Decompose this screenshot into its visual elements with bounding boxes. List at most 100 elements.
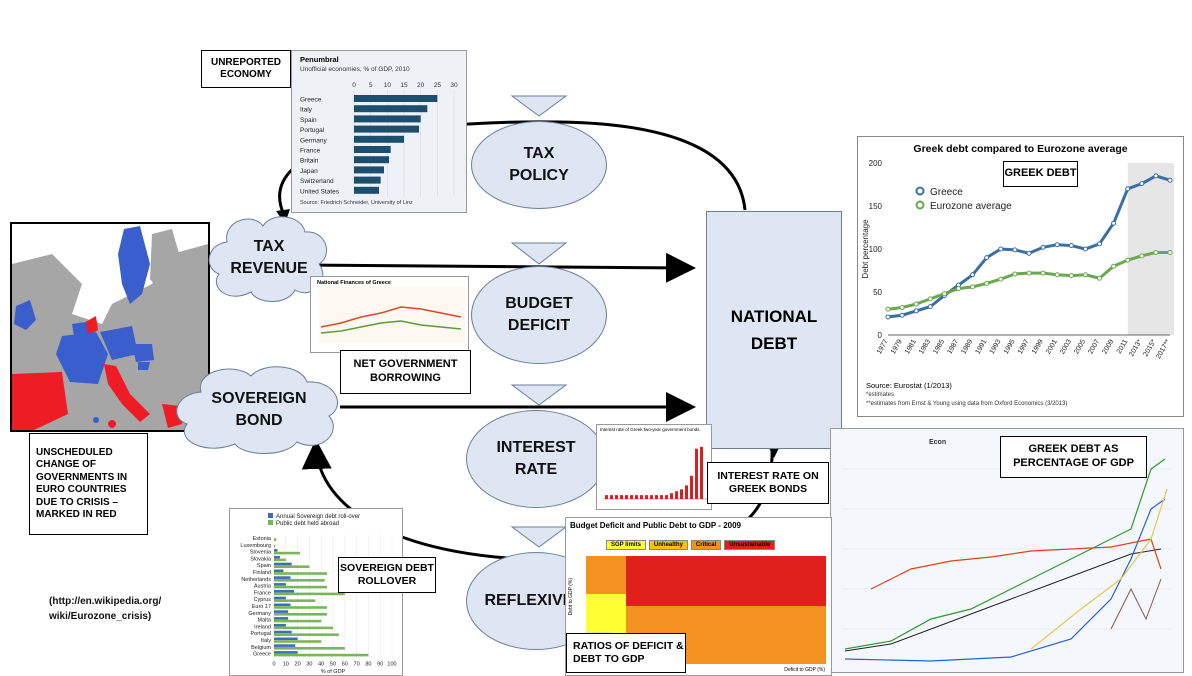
rollover-bar-a [274, 555, 280, 559]
europe-map-image [12, 224, 208, 430]
interest-rate-greek-bonds-label: INTEREST RATE ON GREEK BONDS [707, 462, 829, 504]
ratios-ylabel: Debt to GDP (%) [568, 578, 574, 616]
rollover-bar-b [274, 619, 322, 623]
penumbral-country-label: Switzerland [300, 178, 334, 185]
rollover-bar-a [274, 651, 298, 654]
x-tick-label: 1989 [960, 338, 974, 355]
series-point [1111, 220, 1117, 226]
x-tick-label: 2011 [1116, 338, 1130, 355]
interest-bar [670, 493, 673, 499]
input-triangle-reflexivity [510, 526, 568, 548]
rollover-bar-b [274, 626, 333, 630]
series-point [1012, 271, 1018, 277]
input-triangle-budget [510, 242, 568, 265]
node-budget-deficit-label: BUDGET DEFICIT [505, 295, 573, 334]
rollover-country-label: Greece [253, 652, 271, 658]
rollover-tick-label: 30 [306, 661, 312, 667]
rollover-bar-b [274, 647, 345, 650]
series-point [1125, 186, 1131, 192]
node-tax-policy-label: TAX POLICY [509, 145, 569, 184]
ratios-legend-critical: Critical [690, 540, 722, 550]
rollover-tick-label: 20 [295, 661, 301, 667]
penumbral-chart: Penumbral Unofficial economies, % of GDP… [291, 50, 467, 213]
interest-rate-chart-title: Interest rate of Greek two-year governme… [600, 427, 700, 432]
series-point [927, 296, 933, 302]
series-point [1097, 241, 1102, 247]
estimate-shading [1127, 163, 1174, 335]
national-finances-title: National Finances of Greece [317, 280, 391, 286]
x-tick-label: 1977 [876, 338, 890, 355]
series-point [1026, 250, 1032, 256]
series-point [927, 304, 933, 310]
interest-bar [690, 475, 693, 499]
national-finances-chart: National Finances of Greece [310, 276, 469, 353]
rollover-country-label: Slovakia [250, 556, 272, 562]
interest-bar [645, 495, 648, 499]
ratios-label: RATIOS OF DEFICIT & DEBT TO GDP [566, 633, 686, 673]
interest-bar [700, 446, 703, 499]
x-tick-label: 1991 [975, 338, 989, 355]
x-tick-label: 1985 [932, 338, 946, 355]
rollover-legend-swatch [268, 520, 273, 525]
greek-debt-source: Source: Eurostat (1/2013) [866, 381, 952, 390]
series-point [1153, 173, 1159, 179]
rollover-bar-b [274, 565, 310, 568]
series-point [1082, 246, 1088, 252]
rollover-tick-label: 0 [272, 661, 275, 667]
penumbral-tick-label: 20 [417, 82, 425, 89]
rollover-bar-a [274, 603, 291, 607]
ratios-xlabel: Deficit to GDP (%) [784, 667, 825, 673]
rollover-bar-a [274, 589, 295, 593]
interest-bar [680, 489, 683, 499]
x-tick-label: 1983 [918, 338, 932, 355]
series-point [1125, 257, 1131, 263]
rollover-bar-b [274, 633, 339, 636]
series-point [998, 246, 1004, 252]
rollover-country-label: Finland [253, 570, 271, 576]
node-reflexivity-label: REFLEXIVITY [484, 592, 588, 610]
penumbral-country-label: Greece [300, 97, 322, 104]
interest-bar [675, 491, 678, 499]
rollover-country-label: Luxembourg [240, 543, 271, 549]
interest-bar [665, 495, 668, 499]
x-tick-label: 1999 [1031, 338, 1045, 355]
penumbral-bar [354, 115, 421, 123]
node-interest-rate[interactable]: INTEREST RATE [466, 410, 606, 508]
rollover-bar-b [274, 592, 345, 596]
source-link[interactable]: (http://en.wikipedia.org/ wiki/Eurozone_… [49, 596, 162, 622]
node-national-debt[interactable]: NATIONAL DEBT [706, 211, 842, 449]
node-tax-policy[interactable]: TAX POLICY [471, 121, 607, 209]
rollover-country-label: Estonia [253, 536, 272, 542]
rollover-country-label: Portugal [251, 631, 272, 637]
ratios-legend: SGP limits Unhealthy Critical Unsustaina… [606, 540, 776, 550]
rollover-bar-a [274, 583, 286, 586]
rollover-bar-a [274, 549, 278, 552]
legend-label: Greece [930, 187, 963, 198]
x-tick-label: 2007 [1087, 338, 1101, 355]
x-tick-label: 2009 [1101, 338, 1115, 355]
interest-bar [620, 495, 623, 499]
x-tick-label: 2013* [1128, 338, 1143, 358]
interest-bar [635, 495, 638, 499]
interest-bar [615, 495, 618, 499]
penumbral-bar [354, 166, 384, 174]
penumbral-bar [354, 176, 381, 184]
x-tick-label: 1995 [1003, 338, 1017, 355]
series-point [984, 280, 990, 286]
penumbral-bar [354, 156, 389, 164]
y-tick-label: 50 [873, 288, 882, 297]
rollover-legend-label: Annual Sovereign debt roll-over [276, 514, 360, 520]
x-tick-label: 2003 [1059, 338, 1073, 355]
rollover-legend-swatch [268, 513, 273, 518]
series-point [1139, 253, 1145, 259]
node-tax-revenue[interactable]: TAX REVENUE [205, 212, 333, 304]
node-sovereign-bond[interactable]: SOVEREIGN BOND [171, 362, 347, 458]
legend-marker [915, 200, 925, 210]
legend-label: Eurozone average [930, 201, 1012, 212]
node-budget-deficit[interactable]: BUDGET DEFICIT [471, 266, 607, 364]
rollover-bar-b [274, 558, 286, 562]
x-tick-label: 1979 [890, 338, 904, 355]
rollover-country-label: Austria [254, 584, 272, 590]
rollover-bar-b [274, 653, 369, 657]
series-point [1068, 243, 1074, 249]
